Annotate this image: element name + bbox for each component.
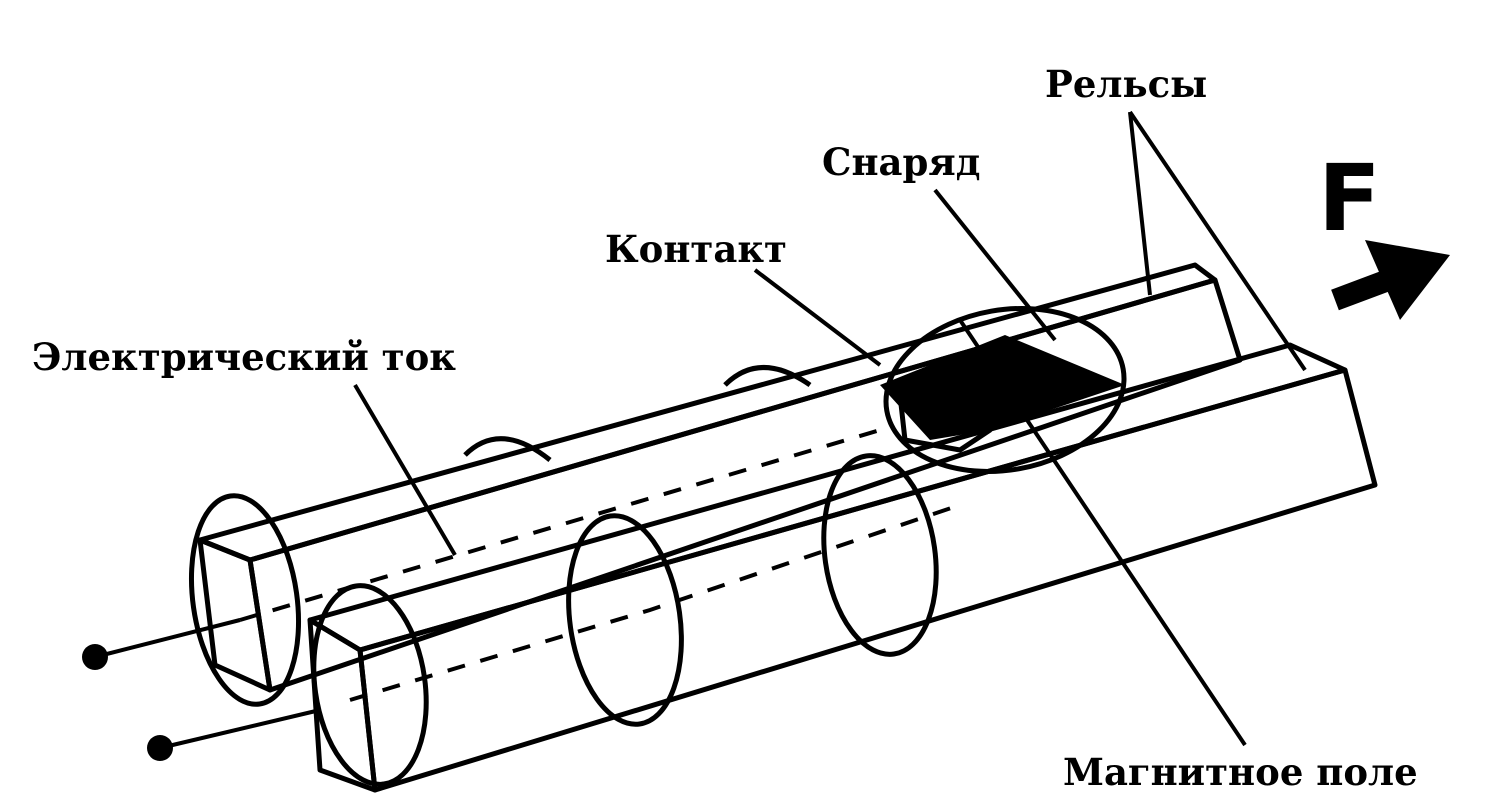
label-contact: Контакт: [605, 227, 787, 271]
terminal-back: [82, 644, 108, 670]
leader-magnetic-field: [958, 318, 1247, 747]
back-rail-top: [197, 262, 1218, 563]
label-projectile: Снаряд: [822, 140, 980, 184]
field-loop: [821, 453, 939, 657]
label-magnetic-field: Магнитное поле: [1063, 750, 1418, 794]
field-loop: [566, 513, 684, 727]
leader-current: [353, 383, 457, 557]
terminal-front: [147, 735, 173, 761]
current-path-front: [349, 503, 961, 702]
field-loop: [188, 493, 302, 707]
force-arrow-head: [1365, 240, 1450, 320]
leader-rails-2: [1128, 110, 1307, 372]
front-rail: [307, 342, 1378, 793]
leader-rails-1: [1128, 111, 1152, 296]
field-loop: [883, 306, 1127, 474]
projectile-face: [897, 392, 993, 453]
field-loop-arc: [723, 365, 812, 388]
back-rail-end: [197, 537, 273, 693]
feed-wire-front: [159, 708, 321, 750]
label-current: Электрический ток: [32, 335, 456, 379]
leader-contact: [753, 268, 882, 367]
leader-projectile: [933, 188, 1057, 342]
label-force: F: [1318, 145, 1381, 252]
force-arrow: [1331, 240, 1450, 320]
field-loop: [311, 583, 429, 787]
magnetic-field-loops: [188, 306, 1127, 787]
back-rail: [197, 262, 1243, 693]
feed-wire-back: [94, 618, 241, 659]
label-rails: Рельсы: [1045, 62, 1207, 106]
projectile: [880, 335, 1125, 440]
field-loop-arc: [463, 436, 552, 462]
front-rail-end: [307, 617, 378, 793]
